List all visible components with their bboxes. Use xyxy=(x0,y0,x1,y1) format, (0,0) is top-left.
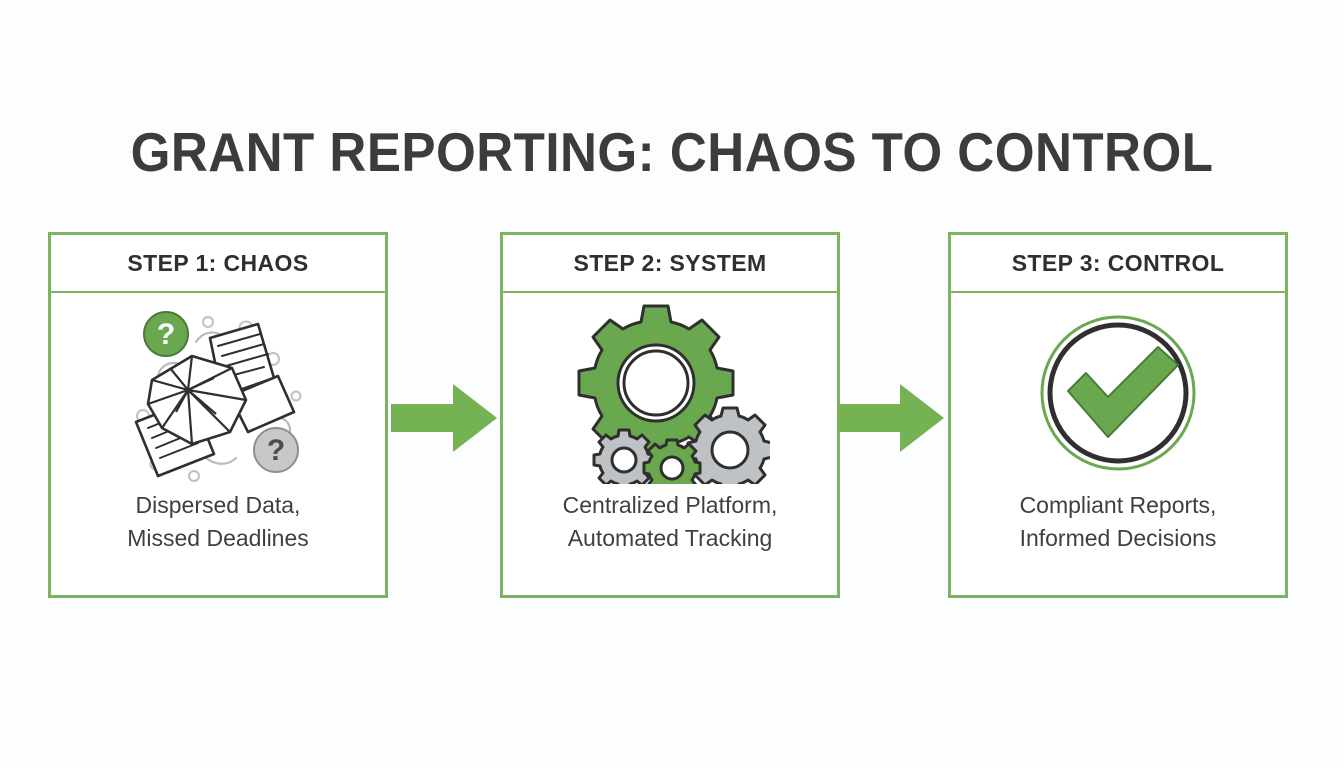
step-card-system-body: Centralized Platform, Automated Tracking xyxy=(503,293,837,595)
step-card-chaos-header: STEP 1: CHAOS xyxy=(51,235,385,293)
step-card-chaos[interactable]: STEP 1: CHAOS xyxy=(48,232,388,598)
step-card-control-header: STEP 3: CONTROL xyxy=(951,235,1285,293)
step-card-system[interactable]: STEP 2: SYSTEM xyxy=(500,232,840,598)
step-card-control[interactable]: STEP 3: CONTROL Compliant Reports, Infor… xyxy=(948,232,1288,598)
check-circle-icon xyxy=(1028,299,1208,489)
step-card-control-title: STEP 3: CONTROL xyxy=(1011,249,1225,276)
scattered-papers-question-marks-icon: ? ? xyxy=(118,299,318,489)
arrow-step1-to-step2 xyxy=(391,380,499,456)
step-card-chaos-body: ? ? Dispersed Data, Missed Deadlines xyxy=(51,293,385,595)
step-card-chaos-caption: Dispersed Data, Missed Deadlines xyxy=(127,492,309,551)
step-card-chaos-title: STEP 1: CHAOS xyxy=(127,249,309,276)
step-card-system-title: STEP 2: SYSTEM xyxy=(573,249,767,276)
step-card-control-caption: Compliant Reports, Informed Decisions xyxy=(1019,492,1217,551)
gears-icon xyxy=(570,299,770,489)
step-card-system-header: STEP 2: SYSTEM xyxy=(503,235,837,293)
svg-text:?: ? xyxy=(157,318,175,351)
arrow-step2-to-step3 xyxy=(838,380,946,456)
step-card-control-body: Compliant Reports, Informed Decisions xyxy=(951,293,1285,595)
svg-text:?: ? xyxy=(267,434,285,467)
step-card-system-caption: Centralized Platform, Automated Tracking xyxy=(562,492,778,551)
page-title: GRANT REPORTING: CHAOS TO CONTROL xyxy=(130,121,1214,183)
process-flow: STEP 1: CHAOS xyxy=(48,232,1292,598)
